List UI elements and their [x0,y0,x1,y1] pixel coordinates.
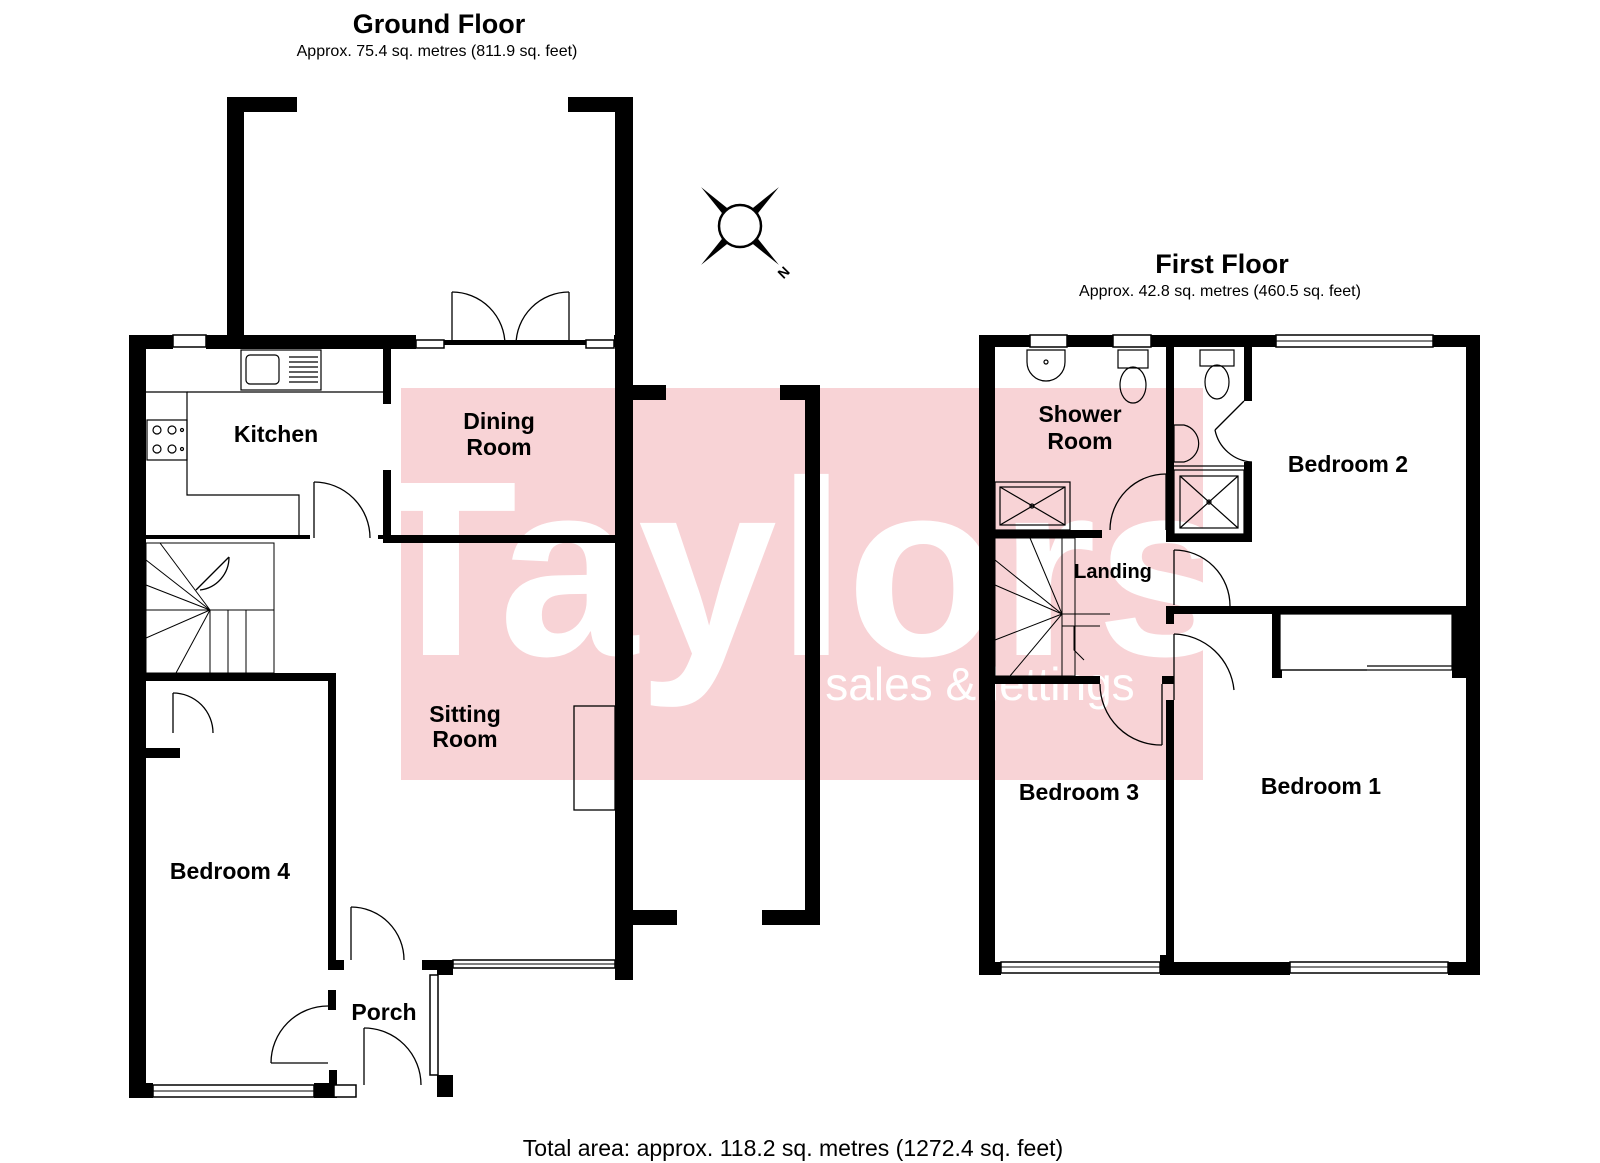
watermark-brand: Taylors [365,429,1236,708]
room-label-kitchen: Kitchen [234,421,318,447]
ground-floor-area: Approx. 75.4 sq. metres (811.9 sq. feet) [297,43,578,60]
wall [805,385,820,925]
wall [378,535,391,539]
room-label-shower-line1: Shower [1038,401,1121,427]
compass: N [701,187,793,282]
room-label-landing: Landing [1074,561,1152,583]
first-floor-plan [979,334,1480,975]
room-label-bedroom-1: Bedroom 1 [1261,773,1381,799]
staircase [145,542,275,674]
wall [762,910,820,925]
compass-north-label: N [774,263,792,281]
room-label-sitting-line1: Sitting [429,701,501,727]
wall [129,335,173,349]
wall [615,97,633,385]
wall [422,960,438,970]
room-label-dining-line2: Room [466,434,531,460]
room-label-bedroom-3: Bedroom 3 [1019,779,1139,805]
room-label-shower-line2: Room [1047,428,1112,454]
watermark-box [401,388,1203,780]
wall [383,470,391,542]
wall [979,335,995,975]
wall [1162,676,1174,684]
wall [146,748,180,758]
room-label-bedroom-2: Bedroom 2 [1288,451,1408,477]
wall [615,385,633,980]
room-label-sitting-line2: Room [432,726,497,752]
wall [1166,347,1174,542]
wall [1433,335,1466,347]
wall [1166,534,1252,542]
wall [1272,670,1282,678]
wall [1272,614,1280,678]
wall [437,960,453,975]
wall [995,676,1100,684]
wall [1166,606,1466,614]
total-area: Total area: approx. 118.2 sq. metres (12… [523,1135,1063,1161]
ground-floor-plan [129,97,820,1098]
wall [206,335,416,349]
wall [979,335,1030,347]
wall [1466,335,1480,975]
wall [383,349,391,404]
watermark: Taylors sales & lettings [365,388,1236,780]
wall [437,1075,453,1097]
wall [614,335,633,347]
wall [146,535,310,539]
wall [1244,347,1252,401]
staircase [994,537,1110,677]
wall [383,535,615,543]
wall [995,530,1102,538]
wall [328,673,336,963]
wall [172,748,180,758]
compass-ring [717,203,763,249]
first-floor-title: First Floor [1155,249,1289,279]
wall [329,1070,337,1098]
fireplace [573,705,616,811]
wall [615,385,666,400]
room-label-dining-line1: Dining [463,408,535,434]
wall [328,960,344,970]
wall [444,340,614,345]
room-label-porch: Porch [351,999,416,1025]
room-labels: Kitchen Dining Room Sitting Room Bedroom… [170,401,1408,1025]
wall [129,1083,153,1098]
kitchen-units [146,349,383,535]
wall [1244,462,1252,542]
wall [227,97,297,112]
wall [1166,606,1174,624]
wall [1067,335,1113,347]
door [172,291,570,1086]
first-floor-area: Approx. 42.8 sq. metres (460.5 sq. feet) [1079,283,1361,300]
wall [979,962,1001,975]
wall [615,910,677,925]
wall [1160,962,1290,975]
wall [328,990,336,1010]
wall [129,335,146,1098]
wall [1448,962,1480,975]
bathroom-fittings [994,349,1245,535]
wardrobe [1279,613,1453,671]
ground-floor-title: Ground Floor [353,9,526,39]
door [1099,400,1253,746]
wall [227,97,244,345]
wall [146,673,336,681]
room-label-bedroom-4: Bedroom 4 [170,858,290,884]
wall [1452,614,1466,678]
wall [1160,955,1174,975]
wall [1151,335,1276,347]
wall [1166,700,1174,962]
